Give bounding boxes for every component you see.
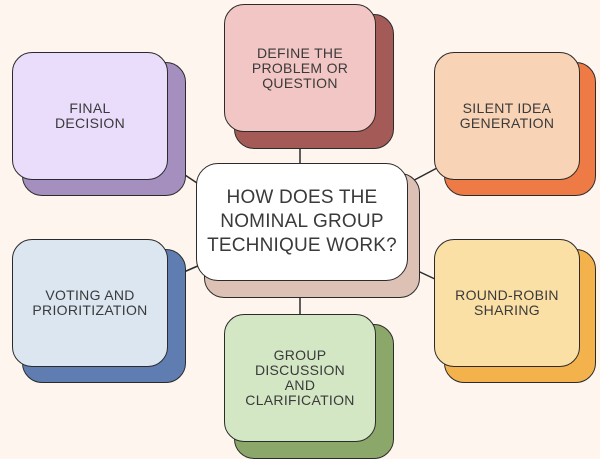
step-silent-label: SILENT IDEA GENERATION (459, 100, 555, 131)
step-round-box: ROUND-ROBIN SHARING (434, 239, 580, 367)
center-question-box: HOW DOES THE NOMINAL GROUP TECHNIQUE WOR… (196, 163, 408, 281)
step-discussion-box: GROUP DISCUSSION AND CLARIFICATION (224, 314, 376, 442)
step-silent-box: SILENT IDEA GENERATION (434, 52, 580, 180)
step-discussion-label: GROUP DISCUSSION AND CLARIFICATION (245, 347, 355, 408)
step-define-box: DEFINE THE PROBLEM OR QUESTION (224, 4, 376, 132)
step-round-label: ROUND-ROBIN SHARING (455, 287, 559, 318)
step-final-box: FINAL DECISION (12, 52, 168, 180)
step-define-label: DEFINE THE PROBLEM OR QUESTION (251, 44, 349, 91)
step-final-label: FINAL DECISION (54, 100, 126, 131)
step-voting-label: VOTING AND PRIORITIZATION (32, 287, 148, 318)
step-voting-box: VOTING AND PRIORITIZATION (12, 239, 168, 367)
center-question-label: HOW DOES THE NOMINAL GROUP TECHNIQUE WOR… (207, 187, 397, 256)
